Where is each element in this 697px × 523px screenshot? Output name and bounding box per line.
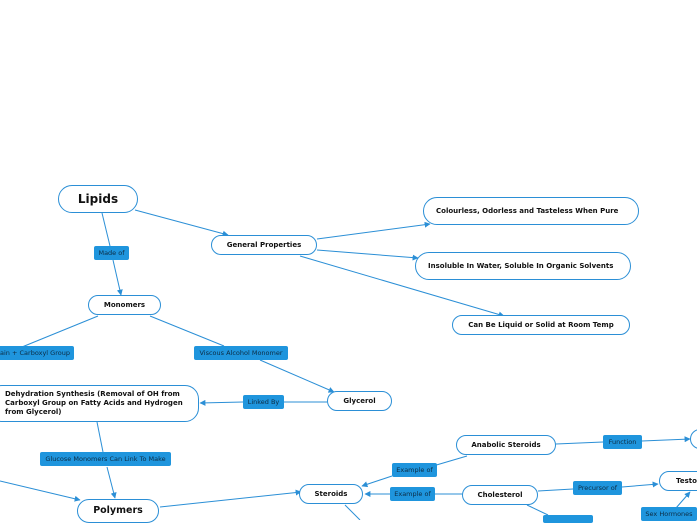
function-label: Function	[603, 435, 642, 449]
precursor-of-label: Precursor of	[573, 481, 622, 495]
edge-lipids-madeof	[101, 212, 111, 247]
dehydration-synthesis-node[interactable]: Dehydration Synthesis (Removal of OH fro…	[0, 385, 199, 422]
edge-example-steroids	[361, 475, 393, 488]
edge-dehydration-glucose	[96, 421, 104, 453]
edge-linkedby-dehydration	[199, 399, 244, 406]
edge-monomers-chain	[21, 315, 99, 348]
liquid-solid-node[interactable]: Can Be Liquid or Solid at Room Temp	[452, 315, 630, 335]
edge-cholesterol-down	[526, 504, 549, 516]
edge-lipids-general	[134, 209, 229, 237]
edge-function-offscreen	[641, 436, 691, 443]
edge-sexhormones-testo	[675, 491, 691, 509]
glycerol-node[interactable]: Glycerol	[327, 391, 392, 411]
edge-polymers-steroids	[159, 489, 302, 508]
edge-offscreen-polymers	[0, 480, 81, 502]
colourless-node[interactable]: Colourless, Odorless and Tasteless When …	[423, 197, 639, 225]
made-of-label: Made of	[94, 246, 129, 260]
anabolic-steroids-node[interactable]: Anabolic Steroids	[456, 435, 556, 455]
testo-node[interactable]: Testo	[659, 471, 697, 491]
edge-steroids-down	[344, 504, 361, 520]
edge-viscous-glycerol	[259, 359, 335, 393]
sex-hormones-label: Sex Hormones	[641, 507, 697, 521]
edge-madeof-monomers	[112, 259, 123, 296]
edge-anabolic-function	[555, 441, 604, 445]
edge-anabolic-example	[432, 455, 468, 467]
cholesterol-node[interactable]: Cholesterol	[462, 485, 538, 505]
edge-precursor-testo	[621, 481, 659, 488]
glucose-monomers-label: Glucose Monomers Can Link To Make	[40, 452, 171, 466]
lipids-node[interactable]: Lipids	[58, 185, 138, 213]
edge-cholesterol-precursor	[537, 488, 574, 492]
general-properties-node[interactable]: General Properties	[211, 235, 317, 255]
steroids-node[interactable]: Steroids	[299, 484, 363, 504]
edge-general-liquid	[299, 255, 505, 318]
insoluble-node[interactable]: Insoluble In Water, Soluble In Organic S…	[415, 252, 631, 280]
monomers-node[interactable]: Monomers	[88, 295, 161, 315]
edge-general-insoluble	[316, 249, 419, 261]
cut-off-label	[543, 515, 593, 523]
example-of-label-cholesterol: Example of	[390, 487, 435, 501]
example-of-label-anabolic: Example of	[392, 463, 437, 477]
polymers-node[interactable]: Polymers	[77, 499, 159, 523]
edge-monomers-viscous	[149, 315, 225, 347]
viscous-alcohol-label: Viscous Alcohol Monomer	[194, 346, 288, 360]
chain-carboxyl-label: ain + Carboxyl Group	[0, 346, 74, 360]
linked-by-label: Linked By	[243, 395, 284, 409]
edge-general-colourless	[316, 221, 431, 240]
edge-glucose-polymers	[106, 466, 117, 499]
